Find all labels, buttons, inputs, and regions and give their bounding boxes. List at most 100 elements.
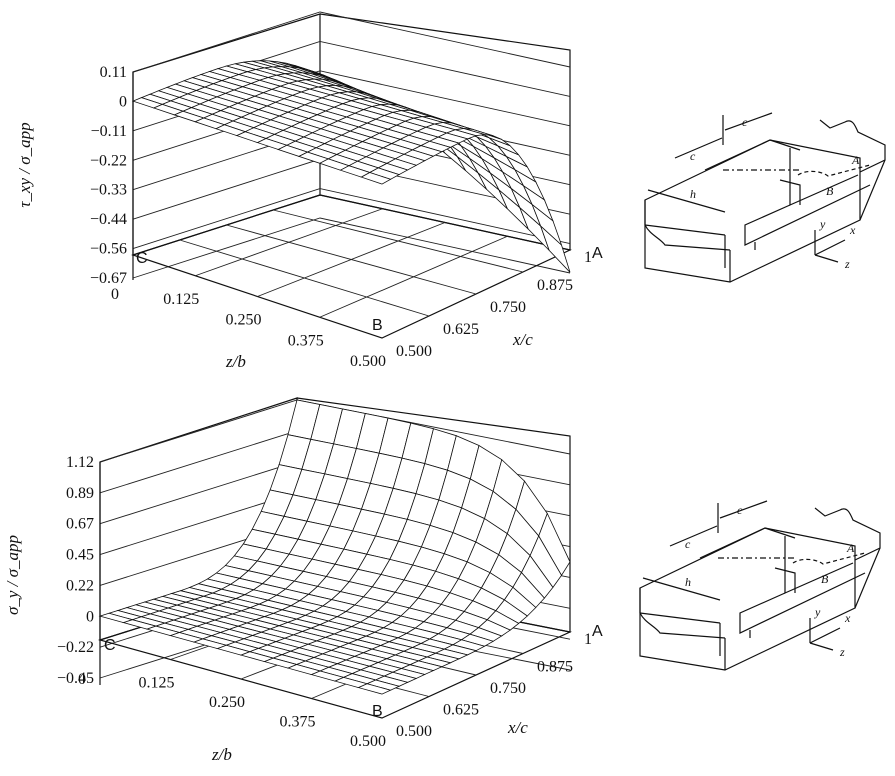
top-shear-stress-surface (131, 60, 571, 273)
top-x-axis-label: x/c (512, 330, 533, 349)
y-tick-label: −0.67 (90, 270, 127, 287)
top-floor (131, 194, 572, 339)
axis-triad (809, 618, 841, 651)
dim-line-h (642, 577, 721, 601)
y-tick-label: 0.67 (66, 516, 94, 533)
y-tick-label: 0.89 (66, 485, 94, 502)
x-tick-label: 0.625 (443, 702, 479, 719)
floor-gridline (273, 209, 524, 273)
dim-line-c1 (669, 525, 718, 547)
top-point-b: B (372, 317, 383, 334)
sketch-edge (774, 567, 796, 593)
z-tick-label: 0.375 (280, 714, 316, 731)
x-tick-label: 0.500 (396, 723, 432, 740)
y-tick-label: −0.45 (57, 670, 94, 687)
sketch-edge (814, 507, 881, 561)
y-tick-label: 0 (86, 608, 94, 625)
sketch-label-dim-c2: c (742, 115, 748, 129)
bottom-normal-stress-surface (98, 399, 571, 695)
top-point-a: A (592, 245, 603, 262)
top-point-c: C (136, 250, 148, 267)
y-tick-label: −0.11 (91, 123, 127, 140)
surface-cell (357, 683, 392, 695)
y-tick-label: 0.11 (100, 64, 127, 81)
z-tick-label: 0.375 (288, 332, 324, 349)
sketch-edge (644, 139, 861, 283)
wall-gridline (132, 217, 571, 279)
sketch-label-dim-h: h (690, 187, 696, 201)
z-tick-label: 0.500 (350, 353, 386, 370)
joint-sketch-top: c c h A Bx y z (644, 112, 886, 283)
sketch-label-dim-c1: c (690, 149, 696, 163)
sketch-edge (779, 179, 801, 205)
sketch-label-point-a: A (851, 153, 860, 167)
sketch-label-axis-x: x (849, 223, 856, 237)
y-tick-label: −0.33 (90, 182, 127, 199)
sketch-label-dim-c1: c (685, 537, 691, 551)
sketch-label-axis-z: z (839, 645, 845, 659)
y-tick-label: 0.22 (66, 577, 94, 594)
sketch-edge (639, 527, 856, 671)
z-tick-label: 0.250 (226, 312, 262, 329)
sketch-label-point-b: B (826, 184, 834, 198)
joint-sketch-bottom: c c h A Bx y z (639, 500, 881, 671)
bottom-x-tick-labels: 0.500 0.625 0.750 0.875 1 (396, 631, 592, 740)
sketch-label-axis-y: y (819, 217, 826, 231)
wall-gridline (132, 11, 571, 73)
z-tick-label: 0.125 (139, 675, 175, 692)
sketch-edge (639, 588, 726, 639)
surface-cell (360, 172, 392, 185)
x-tick-label: 1 (584, 631, 592, 648)
sketch-edge (644, 200, 731, 251)
sketch-edge (744, 184, 871, 246)
y-tick-label: −0.22 (90, 152, 127, 169)
weld-region (792, 552, 866, 565)
y-tick-label: 1.12 (66, 454, 94, 471)
x-tick-label: 0.625 (443, 321, 479, 338)
x-tick-label: 0.750 (490, 299, 526, 316)
top-z-axis-label: z/b (225, 352, 246, 371)
floor-gridline (226, 224, 477, 295)
bottom-y-axis-label: σ_y / σ_app (3, 535, 22, 615)
sketch-edge (704, 139, 801, 171)
sketch-edge (739, 572, 866, 634)
x-tick-label: 0.750 (490, 680, 526, 697)
bottom-z-axis-label: z/b (211, 745, 232, 764)
bottom-x-axis-label: x/c (507, 718, 528, 737)
y-tick-label: −0.22 (57, 639, 94, 656)
z-tick-label: 0 (111, 286, 119, 303)
x-tick-label: 0.875 (537, 659, 573, 676)
dim-line-c2 (724, 112, 773, 131)
x-tick-label: 0.500 (396, 343, 432, 360)
top-y-axis-label: τ_xy / σ_app (15, 122, 34, 207)
sketch-label-axis-x: x (844, 611, 851, 625)
dim-line-c2 (719, 500, 768, 519)
sketch-edge (639, 612, 721, 624)
sketch-edge (699, 527, 796, 559)
weld-region (797, 164, 871, 177)
y-tick-label: 0 (119, 93, 127, 110)
z-tick-label: 0.125 (163, 291, 199, 308)
sketch-label-axis-y: y (814, 605, 821, 619)
top-y-tick-labels: 0.110−0.11−0.22−0.33−0.44−0.56−0.67 (90, 64, 127, 287)
top-z-tick-labels: 0 0.125 0.250 0.375 0.500 (111, 286, 386, 370)
z-tick-label: 0.500 (350, 733, 386, 750)
axis-triad (814, 230, 846, 263)
y-tick-label: −0.56 (90, 241, 127, 258)
sketch-label-dim-h: h (685, 575, 691, 589)
sketch-label-point-a: A (846, 541, 855, 555)
x-tick-label: 1 (584, 249, 592, 266)
sketch-edge (854, 547, 881, 609)
sketch-label-axis-z: z (844, 257, 850, 271)
y-tick-label: 0.45 (66, 547, 94, 564)
floor-gridline (179, 239, 430, 317)
dim-line-h (647, 189, 726, 213)
sketch-label-point-b: B (821, 572, 829, 586)
bottom-point-a: A (592, 623, 603, 640)
sketch-label-dim-c2: c (737, 503, 743, 517)
